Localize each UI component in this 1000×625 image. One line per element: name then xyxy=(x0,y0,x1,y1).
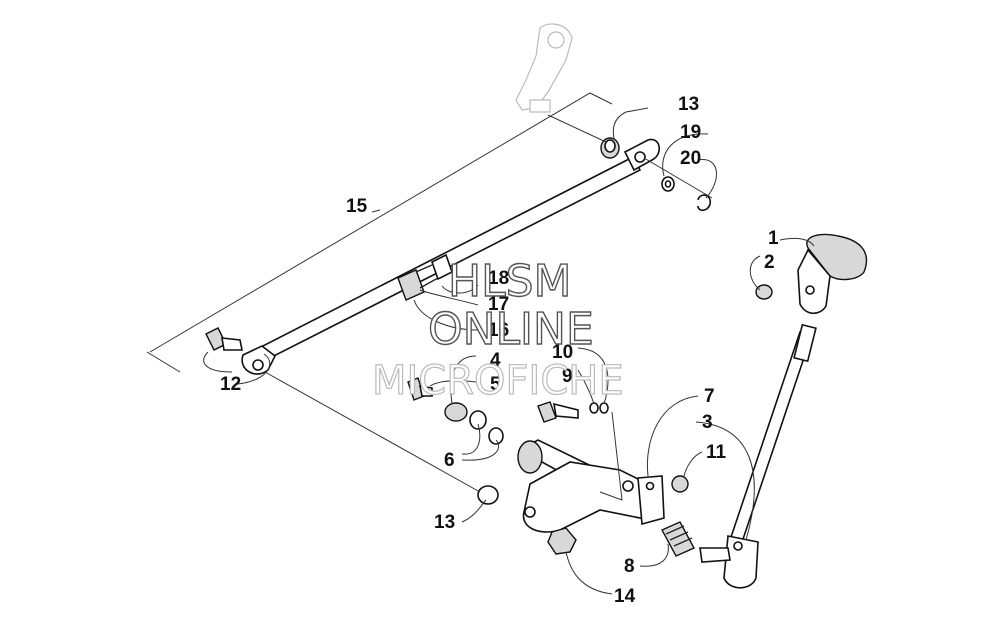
washer-19 xyxy=(661,176,675,192)
ghost-shift-arm xyxy=(515,23,573,113)
clip-20 xyxy=(697,194,711,212)
bolt-12 xyxy=(205,327,243,351)
callout-17: 17 xyxy=(488,294,509,315)
spring xyxy=(661,521,695,557)
callout-2: 2 xyxy=(764,252,775,273)
callout-7: 7 xyxy=(704,386,715,407)
bushing-top xyxy=(600,137,620,159)
callout-5: 5 xyxy=(490,374,501,395)
callout-6: 6 xyxy=(444,450,455,471)
pivot-shaft xyxy=(517,439,665,533)
callout-10: 10 xyxy=(552,342,573,363)
bushing-bottom xyxy=(477,485,499,505)
nut-14 xyxy=(547,527,577,555)
bolt-9 xyxy=(537,401,609,423)
watermark-line-1: HLSM xyxy=(448,256,572,307)
tie-rod xyxy=(241,138,660,375)
screw-5 xyxy=(407,377,433,401)
nut-11 xyxy=(671,475,689,493)
watermark-line-3: MICROFICHE xyxy=(372,358,624,404)
shift-lever xyxy=(699,323,817,589)
leader-lines xyxy=(203,107,815,595)
callout-13-bottom: 13 xyxy=(434,512,455,533)
set-screw xyxy=(755,284,773,300)
callout-18: 18 xyxy=(488,268,509,289)
callout-4: 4 xyxy=(490,350,501,371)
callout-20: 20 xyxy=(680,148,701,169)
callout-14: 14 xyxy=(614,586,636,607)
washer-4 xyxy=(444,402,468,422)
o-ring-6 xyxy=(469,410,504,445)
callout-9: 9 xyxy=(562,366,573,387)
callout-19: 19 xyxy=(680,122,701,143)
callout-12: 12 xyxy=(220,374,241,395)
callout-15: 15 xyxy=(346,196,368,217)
shift-knob xyxy=(797,233,868,315)
callout-16: 16 xyxy=(488,320,509,341)
callout-1: 1 xyxy=(768,228,779,249)
watermark-line-2: ONLINE xyxy=(428,304,594,355)
callout-3: 3 xyxy=(702,412,713,433)
callout-11: 11 xyxy=(706,442,727,463)
assembly-bracket-lines xyxy=(146,92,613,373)
callout-13-top: 13 xyxy=(678,94,699,115)
callout-8: 8 xyxy=(624,556,635,577)
